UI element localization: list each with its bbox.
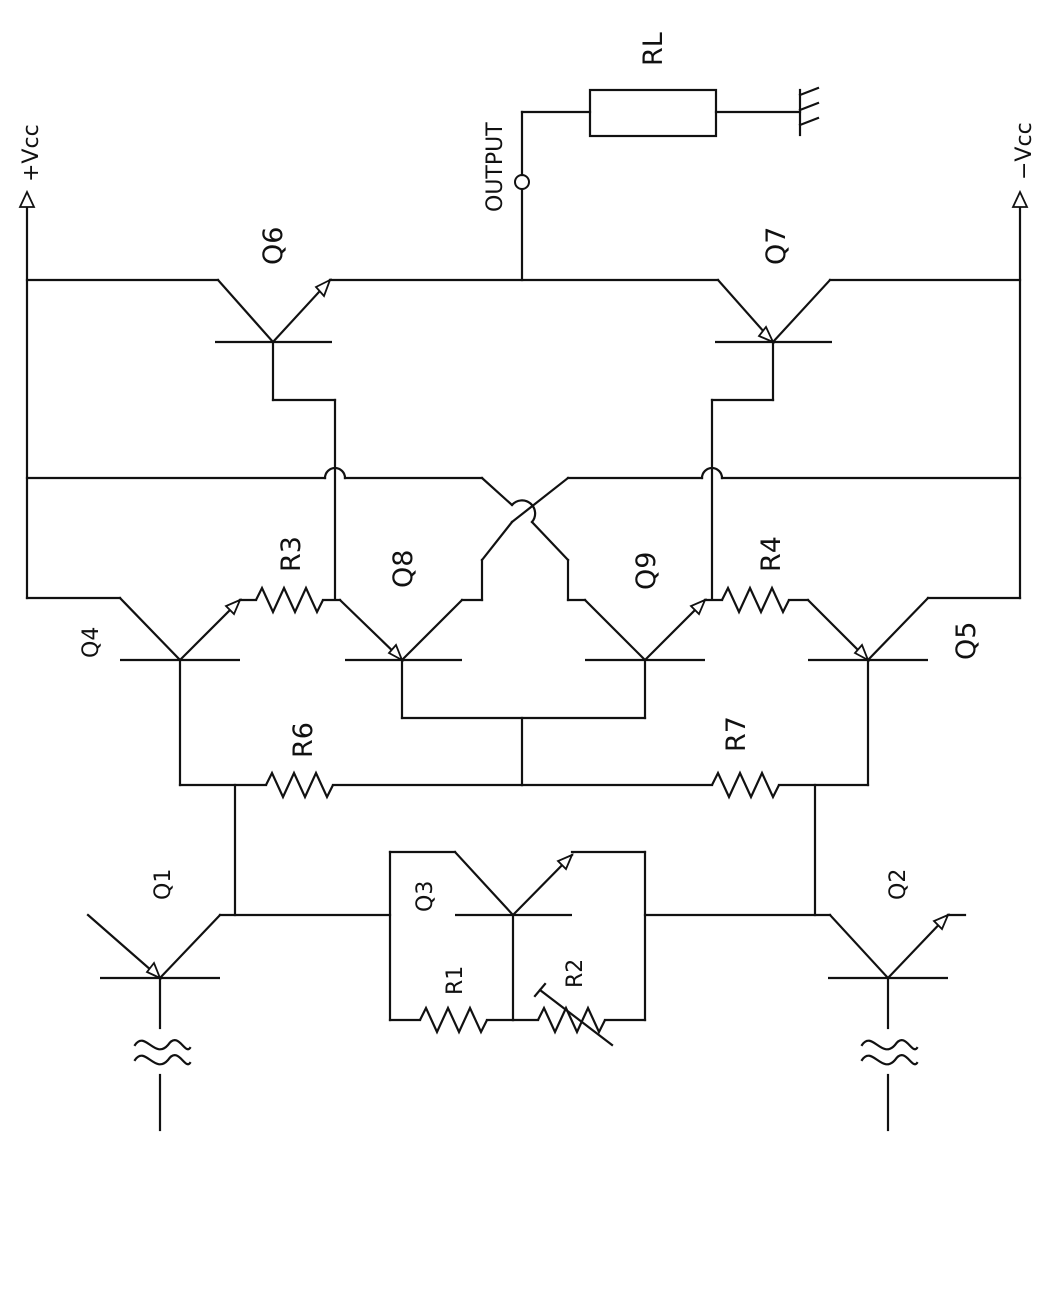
variable-arrow-icon (538, 988, 614, 1047)
label-q7: Q7 (761, 227, 792, 265)
transistor-q4 (25, 596, 242, 787)
signal-source-icon-2 (860, 1039, 919, 1066)
resistor-r4 (703, 585, 810, 615)
label-q9: Q9 (631, 552, 662, 590)
vcc-positive-rail (18, 189, 36, 600)
crossover-bus (25, 466, 1022, 480)
label-r4: R4 (756, 536, 787, 572)
label-r6: R6 (288, 722, 319, 758)
transistor-q6 (215, 278, 337, 600)
label-q8: Q8 (388, 550, 419, 588)
labels: +Vcc −Vcc OUTPUT RL Q6 Q7 R3 Q8 Q9 R4 Q4… (19, 32, 1037, 995)
transistor-q8 (338, 520, 647, 720)
output-node (514, 110, 592, 282)
label-vcc-pos: +Vcc (19, 124, 44, 182)
label-output: OUTPUT (483, 122, 508, 212)
resistor-r6 (178, 770, 524, 800)
resistor-r2 (511, 982, 647, 1047)
transistor-q1 (86, 913, 392, 1132)
label-r3: R3 (276, 536, 307, 572)
resistor-r1 (388, 1005, 515, 1035)
label-q4: Q4 (79, 627, 104, 658)
load-resistor-rl (588, 86, 820, 138)
label-r7: R7 (721, 716, 752, 752)
resistor-r7 (520, 770, 870, 800)
transistor-q7 (710, 278, 832, 600)
signal-source-icon (133, 1039, 192, 1066)
resistor-r3 (238, 585, 342, 615)
label-q1: Q1 (151, 869, 176, 900)
transistor-q3 (388, 850, 647, 1022)
label-r2: R2 (563, 959, 588, 988)
transistor-q2 (828, 913, 967, 1132)
transistor-q9 (583, 598, 707, 720)
label-q2: Q2 (886, 869, 911, 900)
output-terminal (514, 174, 530, 190)
label-r1: R1 (443, 966, 468, 995)
vcc-negative-rail (1011, 189, 1029, 600)
label-q6: Q6 (258, 227, 289, 265)
transistor-q5 (806, 596, 1022, 787)
label-q5: Q5 (951, 622, 982, 660)
label-vcc-neg: −Vcc (1012, 122, 1037, 180)
label-q3: Q3 (413, 881, 438, 912)
cross-wires (480, 476, 587, 602)
label-rl: RL (638, 32, 669, 66)
ground-icon (798, 86, 820, 127)
